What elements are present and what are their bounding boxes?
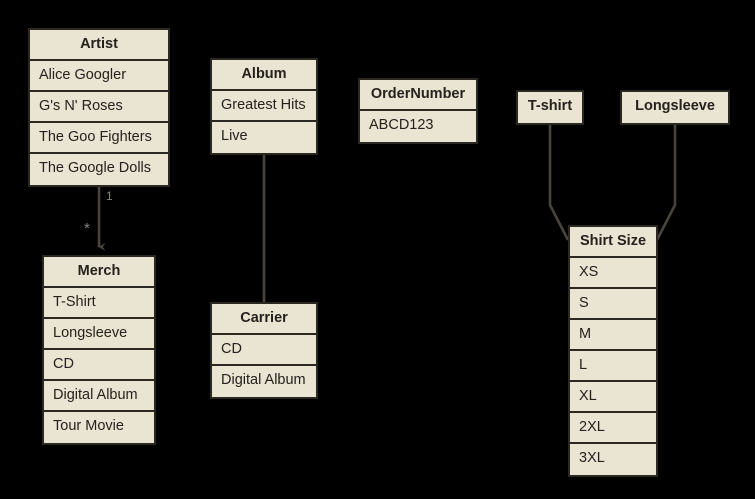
entity-shirt-size-row[interactable]: 2XL bbox=[570, 413, 656, 444]
entity-merch-row[interactable]: Digital Album bbox=[44, 381, 154, 412]
cardinality-label-source: 1 bbox=[106, 189, 113, 203]
entity-shirt-size-row[interactable]: S bbox=[570, 289, 656, 320]
entity-shirt-size-row[interactable]: 3XL bbox=[570, 444, 656, 475]
entity-merch[interactable]: Merch T-Shirt Longsleeve CD Digital Albu… bbox=[42, 255, 156, 445]
entity-tshirt-title: T-shirt bbox=[518, 92, 582, 123]
entity-album[interactable]: Album Greatest Hits Live bbox=[210, 58, 318, 155]
entity-artist-title: Artist bbox=[30, 30, 168, 61]
entity-album-title: Album bbox=[212, 60, 316, 91]
entity-order-number-title: OrderNumber bbox=[360, 80, 476, 111]
entity-artist-row[interactable]: The Google Dolls bbox=[30, 154, 168, 185]
entity-merch-row[interactable]: Tour Movie bbox=[44, 412, 154, 443]
entity-artist[interactable]: Artist Alice Googler G's N' Roses The Go… bbox=[28, 28, 170, 187]
entity-carrier-row[interactable]: CD bbox=[212, 335, 316, 366]
entity-carrier[interactable]: Carrier CD Digital Album bbox=[210, 302, 318, 399]
connector-tshirt-to-shirt-size bbox=[548, 120, 570, 241]
entity-tshirt[interactable]: T-shirt bbox=[516, 90, 584, 125]
entity-longsleeve[interactable]: Longsleeve bbox=[620, 90, 730, 125]
entity-merch-title: Merch bbox=[44, 257, 154, 288]
entity-shirt-size[interactable]: Shirt Size XS S M L XL 2XL 3XL bbox=[568, 225, 658, 477]
entity-merch-row[interactable]: T-Shirt bbox=[44, 288, 154, 319]
entity-album-row[interactable]: Live bbox=[212, 122, 316, 153]
entity-order-number[interactable]: OrderNumber ABCD123 bbox=[358, 78, 478, 144]
entity-order-number-row[interactable]: ABCD123 bbox=[360, 111, 476, 142]
entity-shirt-size-row[interactable]: M bbox=[570, 320, 656, 351]
entity-merch-row[interactable]: CD bbox=[44, 350, 154, 381]
entity-artist-row[interactable]: G's N' Roses bbox=[30, 92, 168, 123]
connector-longsleeve-to-shirt-size bbox=[655, 120, 677, 241]
entity-album-row[interactable]: Greatest Hits bbox=[212, 91, 316, 122]
entity-carrier-title: Carrier bbox=[212, 304, 316, 335]
cardinality-label-target: * bbox=[84, 220, 90, 237]
entity-shirt-size-title: Shirt Size bbox=[570, 227, 656, 258]
entity-merch-row[interactable]: Longsleeve bbox=[44, 319, 154, 350]
entity-shirt-size-row[interactable]: XS bbox=[570, 258, 656, 289]
entity-artist-row[interactable]: The Goo Fighters bbox=[30, 123, 168, 154]
entity-shirt-size-row[interactable]: L bbox=[570, 351, 656, 382]
entity-artist-row[interactable]: Alice Googler bbox=[30, 61, 168, 92]
entity-shirt-size-row[interactable]: XL bbox=[570, 382, 656, 413]
entity-carrier-row[interactable]: Digital Album bbox=[212, 366, 316, 397]
entity-longsleeve-title: Longsleeve bbox=[622, 92, 728, 123]
